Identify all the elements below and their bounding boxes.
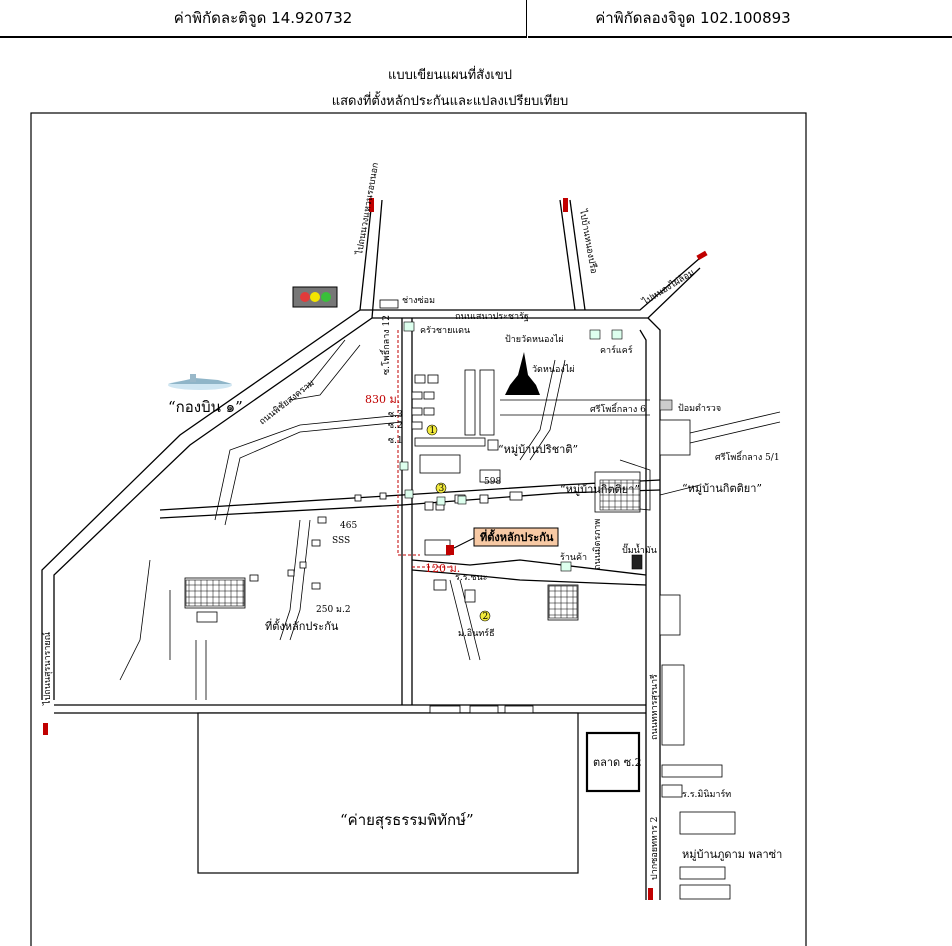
shop-icons: [399, 321, 673, 572]
label-sri-pho-5: ศรีโพธิ์กลาง 5/1: [715, 450, 780, 463]
label-598: 598: [484, 477, 501, 487]
longitude-label: ค่าพิกัดลองจิจูด 102.100893: [595, 9, 791, 27]
label-soi-bottom: ปากซอยทหาร 2: [650, 817, 660, 880]
label-sss: SSS: [332, 536, 350, 546]
label-airforce: “กองบิน ๑”: [168, 398, 243, 416]
label-temple: วัดหนองไผ่: [532, 364, 575, 375]
label-market: ตลาด ซ.2: [593, 756, 642, 769]
map-title: แบบเขียนแผนที่สังเขป: [387, 68, 513, 83]
label-collateral-box: ที่ตั้งหลักประกัน: [480, 529, 554, 544]
circle-markers: 1 3 2: [426, 424, 491, 622]
collateral-callout: [473, 527, 559, 547]
building-blocks: [184, 299, 736, 900]
latitude-cell: ค่าพิกัดละติจูด 14.920732: [0, 0, 527, 38]
header-rule: [858, 36, 952, 38]
map-frame: [30, 112, 807, 946]
minor-roads: [119, 339, 781, 700]
latitude-label: ค่าพิกัดละติจูด 14.920732: [173, 9, 353, 27]
label-465: 465: [340, 521, 357, 531]
camp-area: [197, 712, 579, 874]
label-soi-b: ซ.2: [388, 421, 403, 431]
label-bus-stop: ป้ายวัดหนองไผ่: [505, 334, 564, 345]
label-shop2: ร้านค้า: [560, 552, 587, 563]
residential-areas: [185, 479, 641, 619]
label-road-mitra: ถนนมิตรภาพ: [592, 519, 603, 570]
label-police: ป้อมตำรวจ: [678, 403, 721, 414]
label-cafe: คาร์แคร์: [600, 344, 633, 356]
longitude-cell: ค่าพิกัดลองจิจูด 102.100893: [528, 0, 858, 38]
label-village1: “หมู่บ้านปริชาติ”: [498, 443, 578, 456]
label-soi-2: ซ.โพธิ์กลาง 12: [379, 315, 392, 375]
label-camp: “ค่ายสุรธรรมพิทักษ์”: [340, 811, 474, 830]
label-distance-830: 830 ม.: [365, 393, 400, 406]
marker-1: 1: [430, 426, 436, 436]
marker-3: 3: [439, 484, 445, 494]
label-road-top: ถนนเสนาประชารัฐ: [455, 312, 529, 322]
direction-arrows: [43, 198, 708, 900]
label-moo-inthra: ม.อินทร์ธี: [458, 627, 495, 639]
label-road-diag: ถนนพิชัยสงคราม: [257, 378, 316, 428]
label-soi-c: ซ.1: [388, 436, 403, 446]
temple-icon: [505, 352, 540, 395]
label-distance-120: 120 ม.: [425, 562, 460, 575]
label-sri-pho-6: ศรีโพธิ์กลาง 6: [590, 402, 646, 415]
label-gas: ปั๊มน้ำมัน: [622, 543, 657, 556]
label-road-side: ถนนทหารสุรนารี: [649, 674, 660, 740]
main-roads: [41, 199, 701, 900]
label-to-ne: ไปหนองไผ่ล้อม: [640, 267, 697, 308]
label-village3: “หมู่บ้านกิตติยา”: [682, 482, 762, 495]
label-village4: หมู่บ้านภูดาม พลาซ่า: [682, 848, 782, 861]
measure-lines: [397, 330, 450, 568]
traffic-light-icon: [292, 286, 338, 308]
collateral-marker: [446, 545, 454, 555]
label-repair-shop: ช่างซ่อม: [402, 296, 435, 306]
sketch-map: 1 3 2 ไปถนนวงแหวนรอบนอก ไปบ้านหนองปรือ ไ…: [30, 112, 807, 946]
market-box: [585, 731, 641, 793]
label-shop-top: ครัวชายแดน: [420, 326, 470, 336]
label-collateral-left: ที่ตั้งหลักประกัน: [265, 618, 339, 633]
map-subtitle: แสดงที่ตั้งหลักประกันและแปลงเปรียบเทียบ: [331, 94, 569, 109]
marker-2: 2: [483, 612, 489, 622]
label-to-west: ไปถนนสุรนารายณ์: [41, 632, 53, 706]
label-minimart: ร.ร.มินิมาร์ท: [682, 788, 731, 800]
label-to-north-right: ไปบ้านหนองปรือ: [577, 208, 599, 275]
label-250: 250 ม.2: [316, 605, 351, 615]
label-soi-a: ซ.3: [388, 410, 403, 420]
label-village2: “หมู่บ้านกิตติยา”: [560, 483, 640, 496]
airplane-icon: [168, 374, 232, 390]
label-school: ร.ร.ชนะ: [455, 573, 488, 583]
